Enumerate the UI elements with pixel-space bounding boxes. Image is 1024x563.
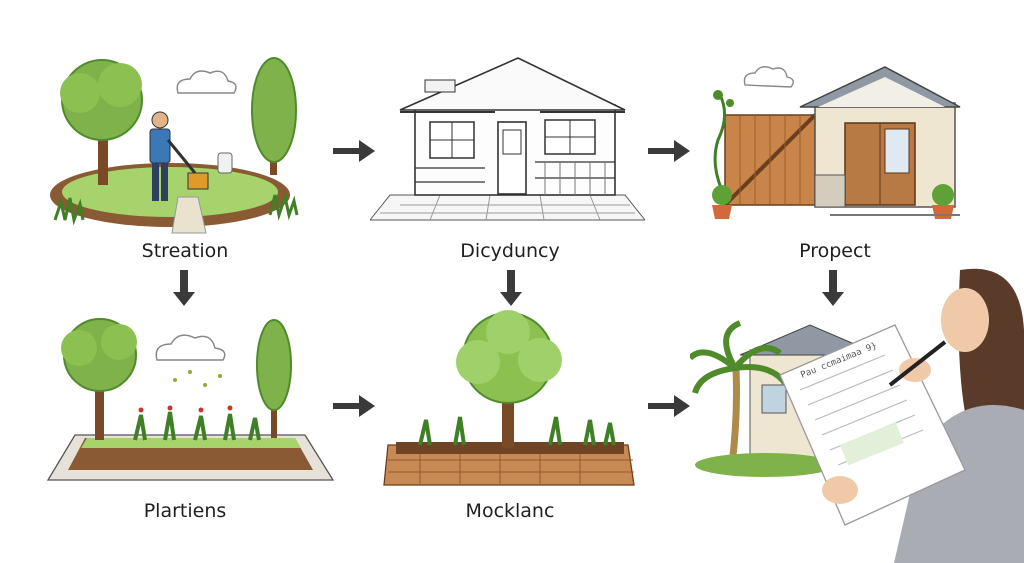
step-label-plartiens: Plartiens bbox=[143, 500, 227, 522]
front-door bbox=[497, 121, 527, 195]
person-face bbox=[941, 288, 989, 352]
planted-bed-illustration bbox=[46, 318, 335, 481]
house-sketch-illustration bbox=[370, 57, 645, 221]
finished-house-illustration bbox=[712, 66, 961, 219]
hand-right bbox=[899, 358, 931, 382]
cloud-icon bbox=[743, 66, 794, 88]
palm-trunk bbox=[728, 369, 740, 466]
step-label-propect: Propect bbox=[799, 240, 871, 262]
plant-row bbox=[418, 416, 616, 446]
arrow-right-3 bbox=[333, 395, 375, 417]
tree-trunk bbox=[98, 115, 108, 185]
pavement bbox=[370, 194, 645, 221]
cypress-tree bbox=[251, 57, 297, 163]
raised-bed-tree-illustration bbox=[383, 310, 635, 486]
arrow-right-2 bbox=[648, 140, 690, 162]
arrow-down-2 bbox=[500, 270, 522, 306]
plant-pot-right bbox=[932, 205, 954, 219]
arrow-down-1 bbox=[173, 270, 195, 306]
palm-fronds bbox=[690, 320, 788, 394]
tree-trunk bbox=[95, 380, 104, 440]
house-roof bbox=[399, 57, 626, 111]
lawn bbox=[695, 453, 835, 477]
pen bbox=[888, 340, 947, 387]
arrow-right-4 bbox=[648, 395, 690, 417]
step-label-mocklanc: Mocklanc bbox=[465, 500, 555, 522]
arrow-down-3 bbox=[822, 270, 844, 306]
document-review-illustration: Pau ccmaimaa 9} bbox=[690, 268, 1024, 563]
plant-row bbox=[133, 411, 261, 441]
step-label-dicydunсy: Dicydunсy bbox=[460, 240, 560, 262]
cypress-tree bbox=[256, 319, 292, 411]
cloud-icon bbox=[155, 334, 226, 361]
lawn bbox=[62, 167, 278, 217]
stone-path bbox=[171, 196, 207, 234]
hand-left bbox=[822, 476, 858, 504]
cloud-icon bbox=[176, 70, 237, 94]
vine bbox=[713, 94, 726, 196]
step-label-streation: Streation bbox=[141, 240, 229, 262]
gardener-figure bbox=[149, 111, 233, 201]
grass-tufts bbox=[53, 191, 299, 226]
arrow-right-1 bbox=[333, 140, 375, 162]
plant-pot-left bbox=[712, 205, 732, 219]
gardening-scene-illustration bbox=[50, 57, 299, 234]
